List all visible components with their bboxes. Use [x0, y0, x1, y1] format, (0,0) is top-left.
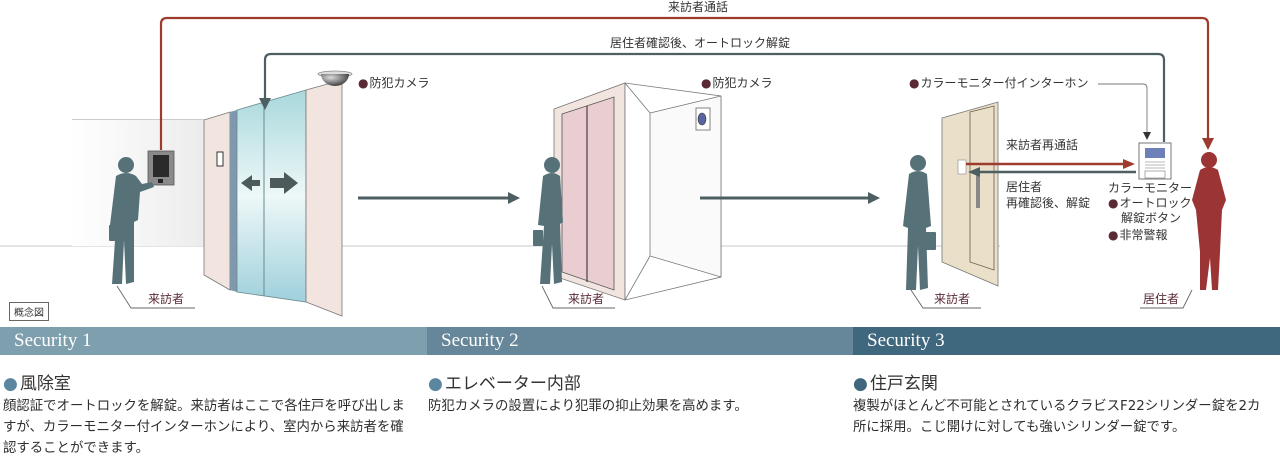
- visitor-label-2: 来訪者: [568, 292, 605, 306]
- camera-callout-1: 防犯カメラ: [358, 76, 430, 91]
- resident-unlock-label: 居住者確認後、オートロック解錠: [610, 36, 791, 50]
- entrance-hall-illustration: [72, 70, 353, 317]
- security-diagram: 来訪者通話 居住者確認後、オートロック解錠 来訪者再通話 居住者 再確認後、解錠…: [0, 0, 1280, 320]
- section-2-body: 防犯カメラの設置により犯罪の抑止効果を高めます。: [428, 399, 748, 414]
- camera-callout-2: 防犯カメラ: [701, 76, 773, 91]
- camera-callout-2-text: 防犯カメラ: [712, 76, 773, 90]
- visitor-figure-2: [533, 157, 563, 284]
- door-open-right-arrow-icon: [270, 172, 298, 194]
- security-3-band: Security 3: [853, 327, 1280, 355]
- resident-label: 居住者: [1143, 292, 1180, 306]
- visitor-figure-3: [903, 155, 936, 290]
- section-3-title: ●住戸玄関: [853, 369, 938, 394]
- security-camera-dome-icon: [317, 70, 353, 86]
- security-1-band: Security 1: [0, 327, 427, 355]
- door-open-left-arrow-icon: [241, 175, 260, 191]
- elevator-camera-icon: [697, 112, 707, 126]
- intercom-callout-line: [1098, 83, 1151, 140]
- security-2-band: Security 2: [427, 327, 853, 355]
- elevator-illustration: [553, 82, 722, 301]
- intercom-callout: カラーモニター付インターホン: [909, 76, 1089, 91]
- visitor-label-1: 来訪者: [148, 292, 185, 306]
- visitor-call-line: [159, 16, 1214, 150]
- section-1-bullet-icon: ●: [3, 374, 18, 394]
- progress-arrows: [358, 192, 880, 204]
- door-monitor-arrows: [966, 159, 1136, 177]
- section-1-title-text: 風除室: [19, 374, 71, 394]
- resident-unlock-line: [259, 52, 1166, 142]
- resident-figure: [1192, 152, 1226, 290]
- emergency-alarm-text: 非常警報: [1119, 228, 1168, 242]
- resident-reconfirm-label-2: 再確認後、解錠: [1006, 196, 1091, 210]
- visitor-label-3: 来訪者: [934, 292, 971, 306]
- section-2-title-text: エレベーター内部: [444, 374, 581, 394]
- section-3-body: 複製がほとんど不可能とされているクラビスF22シリンダー錠を2カ所に採用。こじ開…: [853, 399, 1261, 435]
- autolock-button-text-1: オートロック: [1119, 196, 1192, 210]
- visitor-call-label: 来訪者通話: [668, 0, 729, 14]
- visitor-recall-label: 来訪者再通話: [1006, 138, 1079, 152]
- label-leaders: [116, 285, 1193, 309]
- visitor-figure-1: [109, 157, 154, 284]
- intercom-callout-text: カラーモニター付インターホン: [920, 76, 1089, 90]
- emergency-alarm-callout: 非常警報: [1108, 228, 1168, 243]
- color-monitor-device: [1138, 142, 1172, 180]
- section-2-bullet-icon: ●: [428, 374, 443, 394]
- section-1-title: ●風除室: [3, 369, 71, 394]
- concept-diagram-tag: 概念図: [9, 302, 49, 321]
- diagram-canvas: [0, 16, 1226, 317]
- section-2-title: ●エレベーター内部: [428, 369, 581, 394]
- resident-reconfirm-label-1: 居住者: [1006, 180, 1043, 194]
- monitor-label: カラーモニター: [1108, 181, 1193, 195]
- section-3-title-text: 住戸玄関: [869, 374, 938, 394]
- autolock-button-callout: オートロック: [1108, 196, 1192, 211]
- front-door-illustration: [941, 101, 999, 287]
- camera-callout-1-text: 防犯カメラ: [369, 76, 430, 90]
- section-1-body: 顔認証でオートロックを解錠。来訪者はここで各住戸を呼び出しますが、カラーモニター…: [3, 399, 405, 456]
- section-3-bullet-icon: ●: [853, 374, 868, 394]
- autolock-button-text-2: 解錠ボタン: [1121, 211, 1182, 225]
